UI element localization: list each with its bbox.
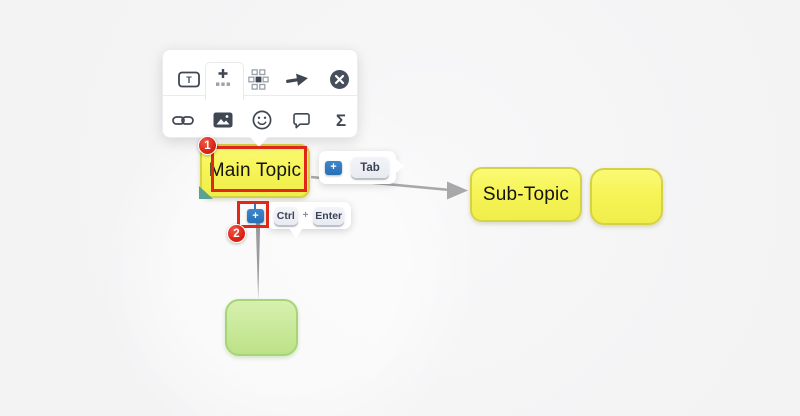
node-main-topic-label: Main Topic xyxy=(208,160,302,181)
enter-keycap: Enter xyxy=(313,206,344,225)
comment-glyph xyxy=(292,112,310,128)
comment-icon[interactable] xyxy=(287,106,315,134)
close-icon[interactable] xyxy=(325,65,353,93)
ctrl-enter-tooltip-pointer-icon xyxy=(289,228,303,238)
toolbar-pointer-icon xyxy=(250,137,268,147)
link-icon[interactable] xyxy=(169,106,197,134)
svg-text:T: T xyxy=(186,75,192,85)
node-toolbar: T xyxy=(162,49,358,138)
tab-keycap: Tab xyxy=(351,157,389,178)
add-subnode-glyph xyxy=(216,69,230,86)
add-sibling-stem xyxy=(254,202,256,209)
tab-shortcut-tooltip: + Tab xyxy=(319,151,396,184)
step1-highlight-rect xyxy=(211,146,307,192)
add-child-plus-icon: + xyxy=(330,161,337,173)
add-child-button[interactable]: + xyxy=(325,160,342,175)
connector-arrowhead-icon xyxy=(447,181,468,200)
add-sibling-button[interactable]: + xyxy=(247,209,264,223)
emoji-glyph xyxy=(252,110,272,130)
step1-badge-label: 1 xyxy=(204,139,211,152)
link-glyph xyxy=(172,115,194,125)
close-glyph xyxy=(329,69,349,89)
enter-keycap-label: Enter xyxy=(315,209,343,222)
main-to-green-connector xyxy=(255,223,261,300)
structure-glyph xyxy=(247,68,269,90)
ctrl-keycap: Ctrl xyxy=(274,206,298,225)
node-corner-handle-icon[interactable] xyxy=(199,186,213,199)
node-sub-topic-label: Sub-Topic xyxy=(482,183,570,205)
emoji-icon[interactable] xyxy=(248,106,276,134)
step2-highlight-rect xyxy=(237,201,269,228)
relation-arrow-glyph xyxy=(286,73,308,86)
tab-keycap-label: Tab xyxy=(360,161,380,174)
topic-shape-glyph: T xyxy=(178,71,200,87)
image-glyph xyxy=(213,112,233,128)
add-sibling-plus-icon: + xyxy=(252,209,259,222)
node-green-topic[interactable] xyxy=(225,299,298,356)
image-icon[interactable] xyxy=(209,106,237,134)
node-empty-topic[interactable] xyxy=(590,168,663,225)
ctrl-enter-shortcut-tooltip: Ctrl + Enter xyxy=(267,202,351,229)
shortcut-plus-separator: + xyxy=(302,210,309,221)
toolbar-selected-tab xyxy=(205,62,244,100)
step2-badge: 2 xyxy=(227,224,246,243)
tab-tooltip-pointer-icon xyxy=(395,158,404,174)
node-sub-topic[interactable]: Sub-Topic xyxy=(470,167,582,222)
structure-icon[interactable] xyxy=(244,65,272,93)
ctrl-keycap-label: Ctrl xyxy=(276,209,295,222)
topic-shape-icon[interactable]: T xyxy=(175,65,203,93)
summary-icon[interactable]: Σ xyxy=(327,106,355,134)
toolbar-divider xyxy=(163,95,357,96)
sigma-glyph: Σ xyxy=(335,110,347,130)
add-subnode-icon[interactable] xyxy=(209,64,237,92)
step2-badge-label: 2 xyxy=(233,227,240,240)
relation-arrow-icon[interactable] xyxy=(283,65,311,93)
step1-badge: 1 xyxy=(198,136,217,155)
